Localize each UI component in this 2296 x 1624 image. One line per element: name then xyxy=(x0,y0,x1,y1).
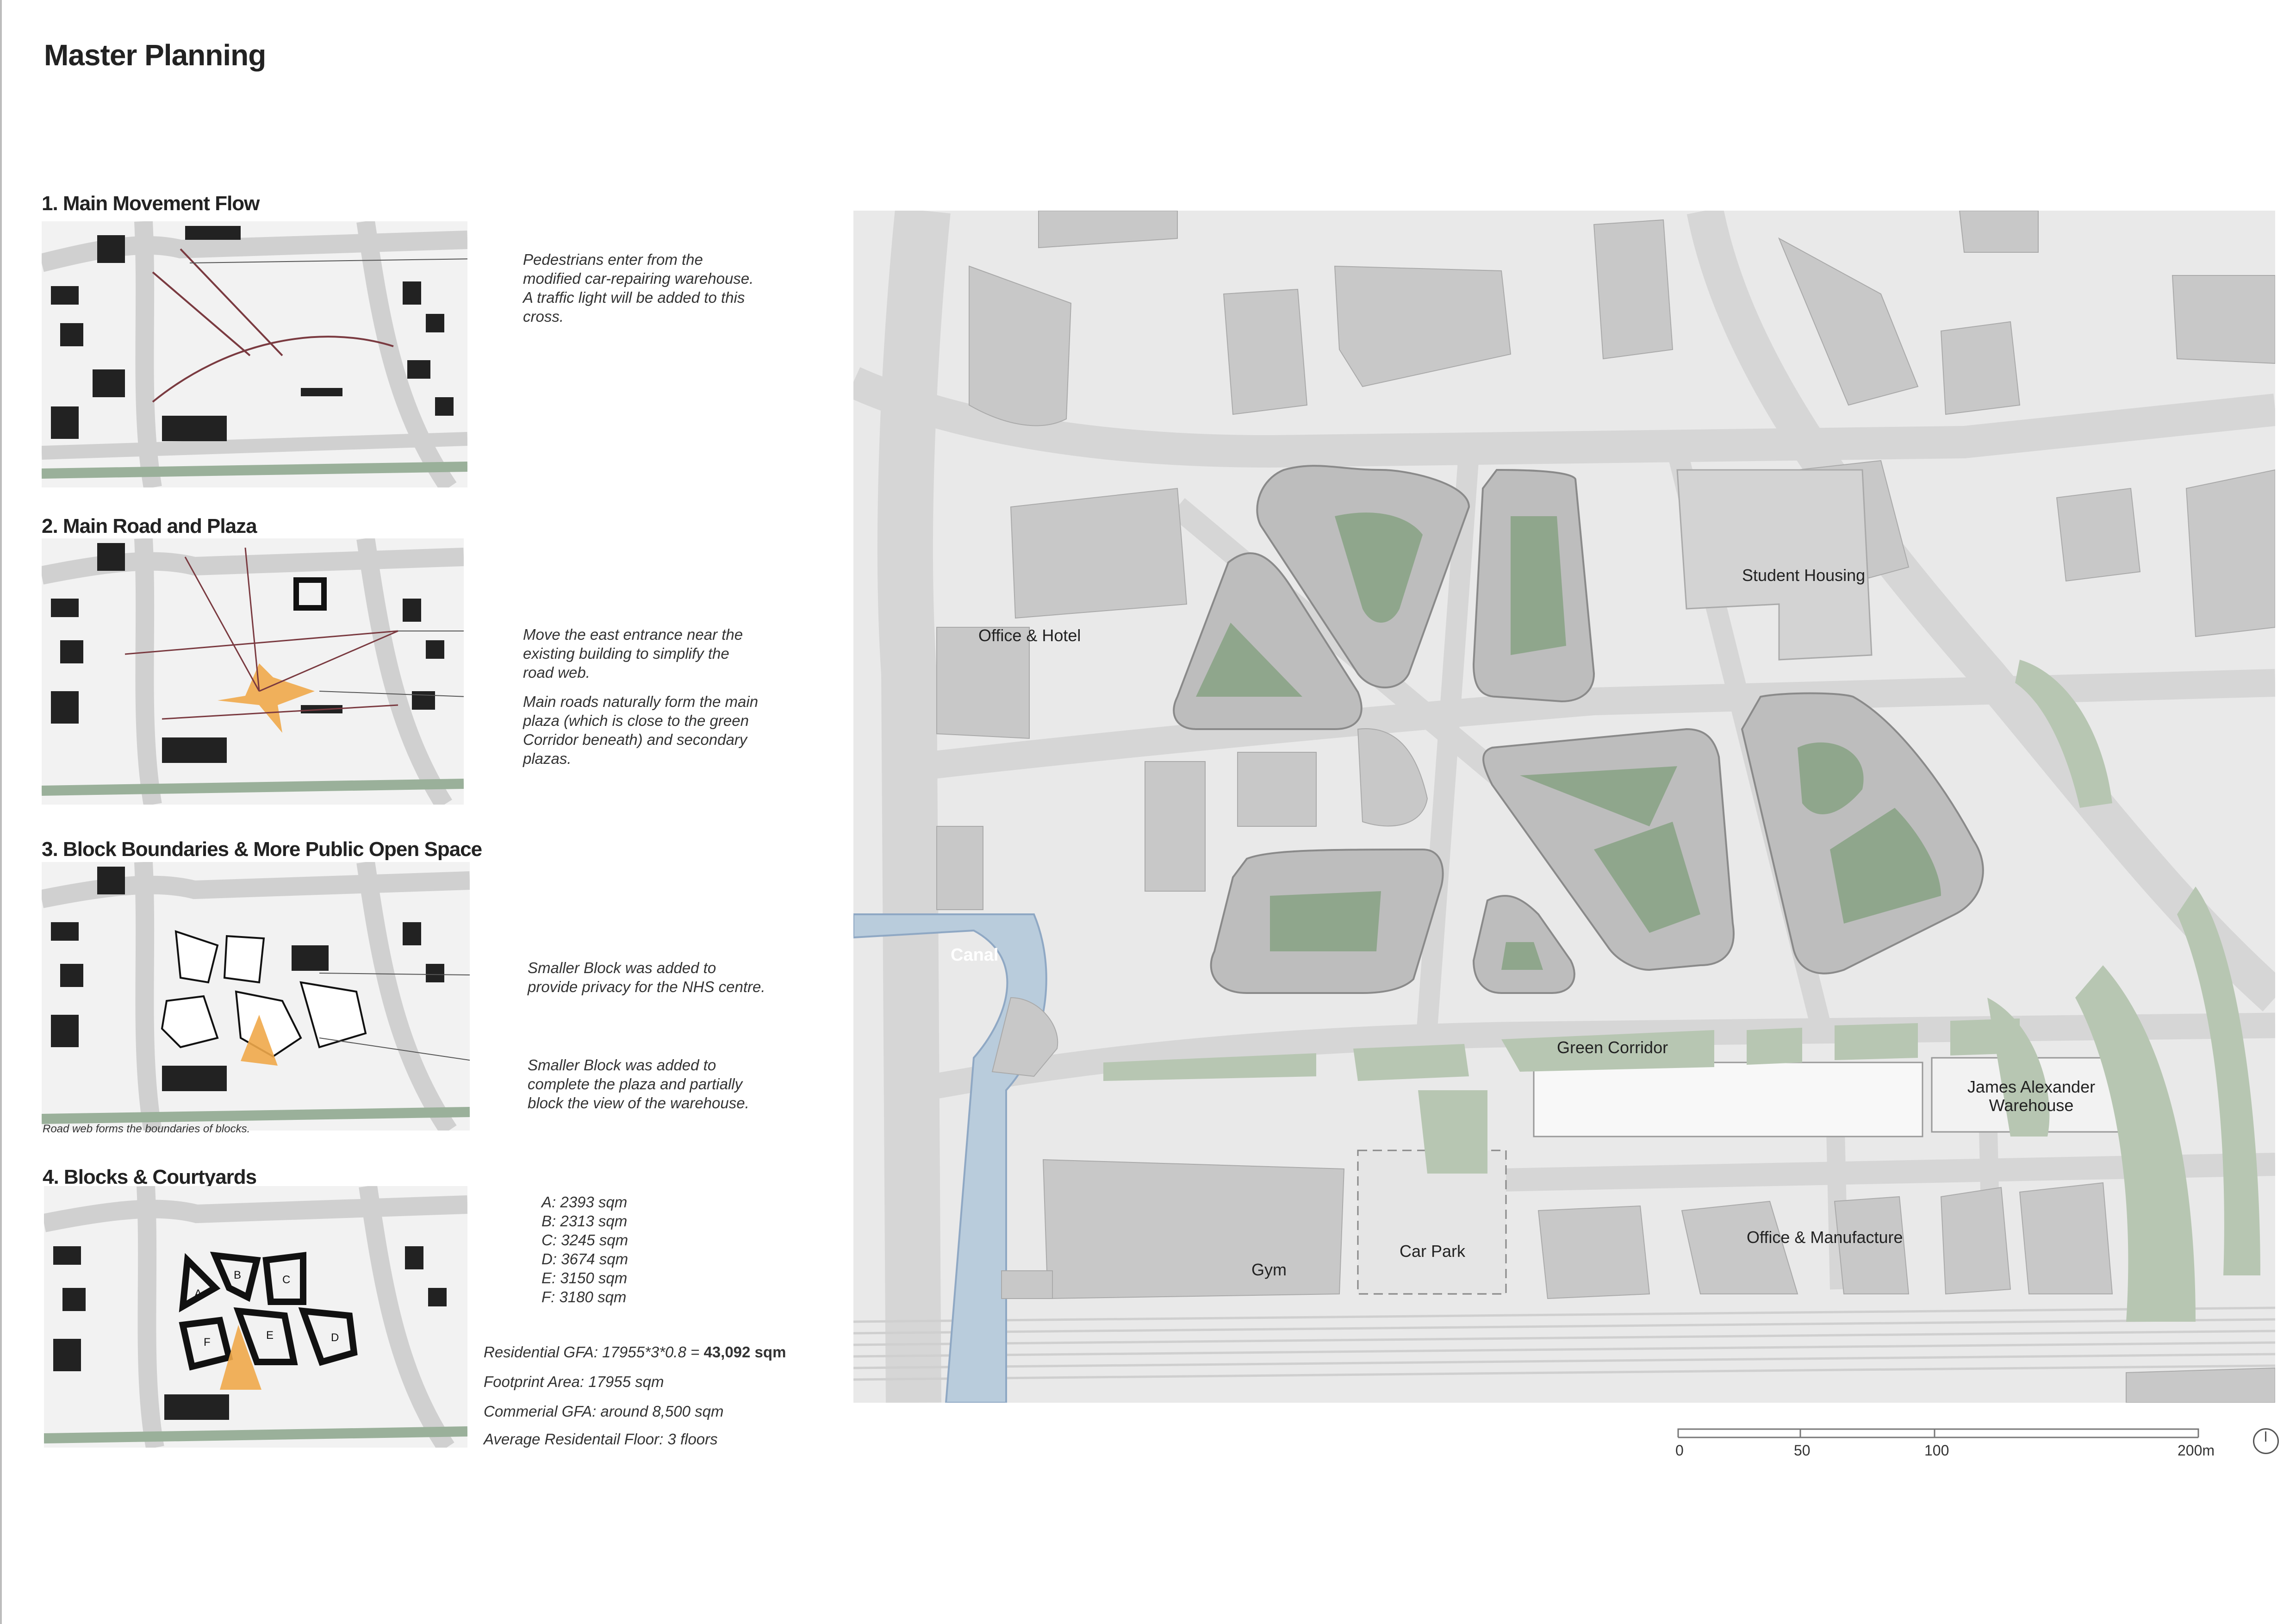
north-arrow-icon xyxy=(2253,1428,2279,1454)
residential-gfa: Residential GFA: 17955*3*0.8 = 43,092 sq… xyxy=(484,1343,786,1361)
area-a: A: 2393 sqm xyxy=(541,1193,628,1211)
page-border xyxy=(0,0,2,1624)
existing-buildings xyxy=(936,211,2275,1403)
page-title: Master Planning xyxy=(44,38,266,72)
area-e: E: 3150 sqm xyxy=(541,1269,628,1287)
label-green-corridor: Green Corridor xyxy=(1557,1038,1668,1057)
residential-gfa-formula: Residential GFA: 17955*3*0.8 = xyxy=(484,1343,704,1361)
block-label-b: B xyxy=(234,1269,241,1281)
area-c: C: 3245 sqm xyxy=(541,1231,628,1249)
scale-tick-200m: 200m xyxy=(2178,1442,2215,1459)
area-f: F: 3180 sqm xyxy=(541,1288,627,1305)
label-office-hotel: Office & Hotel xyxy=(978,626,1081,645)
step-1-heading: 1. Main Movement Flow xyxy=(42,192,260,215)
commercial-gfa: Commerial GFA: around 8,500 sqm xyxy=(484,1403,724,1420)
step-1-note: Pedestrians enter from the modified car-… xyxy=(523,251,754,325)
step-2-diagram xyxy=(42,538,464,805)
block-label-f: F xyxy=(204,1336,211,1349)
label-warehouse-line-1: James Alexander xyxy=(1967,1077,2095,1096)
step-2-note-east-entrance: Move the east entrance near the existing… xyxy=(523,626,743,681)
average-floors: Average Residentail Floor: 3 floors xyxy=(484,1430,718,1448)
residential-gfa-value: 43,092 sqm xyxy=(703,1343,786,1361)
area-d: D: 3674 sqm xyxy=(541,1250,628,1268)
step-2-heading: 2. Main Road and Plaza xyxy=(42,515,257,537)
label-car-park: Car Park xyxy=(1400,1242,1466,1261)
step-2-note-main-plaza: Main roads naturally form the main plaza… xyxy=(523,693,759,767)
step-3-diagram xyxy=(42,862,470,1131)
step-3-note-nhs-privacy: Smaller Block was added to provide priva… xyxy=(528,959,765,995)
step-4-diagram: A B C D E F xyxy=(44,1186,467,1448)
green-corridor xyxy=(1103,660,2260,1322)
block-label-a: A xyxy=(194,1287,202,1300)
scale-tick-50: 50 xyxy=(1794,1442,1811,1459)
canal xyxy=(853,913,1047,1403)
area-b: B: 2313 sqm xyxy=(541,1212,628,1230)
step-3-caption: Road web forms the boundaries of blocks. xyxy=(43,1123,250,1135)
existing-warehouse-footprint xyxy=(1533,1062,1923,1137)
step-1-diagram xyxy=(42,221,467,487)
label-gym: Gym xyxy=(1251,1260,1287,1279)
step-3-note-warehouse-view: Smaller Block was added to complete the … xyxy=(528,1056,749,1112)
label-student-housing: Student Housing xyxy=(1742,566,1865,585)
label-canal: Canal xyxy=(951,945,998,965)
label-warehouse-line-2: Warehouse xyxy=(1989,1096,2074,1115)
residential-blocks xyxy=(1173,465,1984,994)
label-office-manufacture: Office & Manufacture xyxy=(1747,1228,1903,1247)
scale-tick-0: 0 xyxy=(1675,1442,1684,1459)
scale-bar: 0 50 100 200m xyxy=(1675,1424,2215,1459)
student-housing-building xyxy=(1676,469,1873,661)
block-label-d: D xyxy=(331,1331,339,1344)
site-plan: Office & Hotel Student Housing Canal Gre… xyxy=(853,211,2275,1403)
scale-tick-100: 100 xyxy=(1924,1442,1949,1459)
block-label-e: E xyxy=(266,1329,274,1342)
block-label-c: C xyxy=(282,1274,290,1286)
footprint-area: Footprint Area: 17955 sqm xyxy=(484,1373,664,1390)
step-3-heading: 3. Block Boundaries & More Public Open S… xyxy=(42,838,482,861)
step-4-heading: 4. Blocks & Courtyards xyxy=(43,1166,257,1188)
railway xyxy=(853,1306,2275,1381)
